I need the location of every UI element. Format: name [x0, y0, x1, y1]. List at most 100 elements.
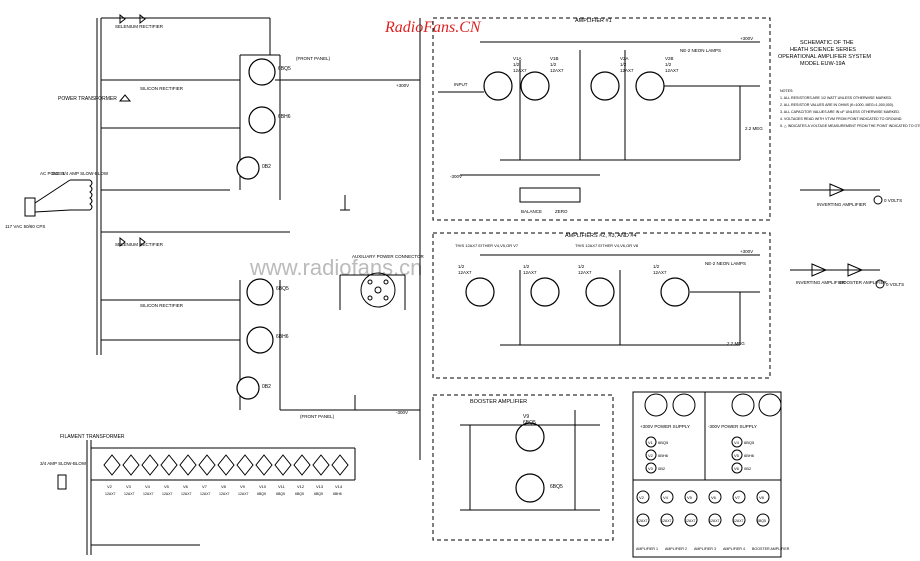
note-line: 1. ALL RESISTORS ARE 1/2 WATT UNLESS OTH…: [780, 96, 892, 100]
selenium-rect-2: SELENIUM RECTIFIER: [115, 242, 164, 247]
panel-bottom-label: AMPLIFIER 4: [723, 547, 745, 551]
panel-bottom-id: V2: [639, 495, 645, 500]
amp234-box: [432, 232, 771, 379]
amp1-tube-half: 1/2: [665, 62, 672, 67]
filament-tube-type: 6BH6: [333, 492, 342, 496]
tube-v3: [236, 156, 260, 180]
filament-tube-v2: [103, 454, 121, 476]
panel-tube-type: 6BH6: [744, 453, 755, 458]
panel-tube-socket: [731, 436, 743, 448]
filament-tube-v6: [179, 454, 197, 476]
dc-label: DC: [52, 171, 59, 176]
tube-layout-panel: +300V POWER SUPPLY -300V POWER SUPPLY: [632, 391, 782, 558]
side-volts1: 0 VOLTS: [884, 198, 902, 203]
fuse-label: 3/4 AMP SLOW-BLOW: [62, 171, 109, 176]
amp1-v1b: [520, 71, 550, 101]
filament-tube-v14: [331, 454, 349, 476]
filament-tube-v8: [217, 454, 235, 476]
filament-tube-v4: [141, 454, 159, 476]
panel-bottom-socket2: [756, 513, 770, 527]
filament-tube-type: 12AX7: [238, 492, 249, 496]
power-supply-section: POWER TRANSFORMER 117 VAC 50/60 CPS AC P…: [5, 13, 425, 460]
filament-transformer-label: FILAMENT TRANSFORMER: [60, 434, 125, 440]
amp234-tube-type: 12AX7: [458, 270, 472, 275]
panel-bottom-socket: [708, 490, 722, 504]
panel-minus300: -300V POWER SUPPLY: [708, 424, 757, 429]
filament-tube-id: V13: [316, 484, 324, 489]
filament-tube-id: V2: [107, 484, 113, 489]
panel-bottom-socket: [684, 490, 698, 504]
panel-bottom-id: V7: [735, 495, 741, 500]
panel-tube-socket: [645, 436, 657, 448]
amp1-tube-half: 1/2: [513, 62, 520, 67]
amp234-tube-2: [530, 277, 560, 307]
booster-v10: [515, 473, 545, 503]
front-panel-1: (FRONT PANEL): [296, 56, 331, 61]
amp1-neon: NE-2 NEON LAMPS: [680, 48, 721, 53]
amp1-tube-type: 12AX7: [620, 68, 634, 73]
amp234-tube-half: 1/2: [458, 264, 465, 269]
note-line: NOTES:: [780, 89, 793, 93]
panel-tube-type: 6BQ5: [744, 440, 755, 445]
filament-tube-v12: [293, 454, 311, 476]
amp1-input: INPUT: [454, 82, 468, 87]
amp1-box: [432, 17, 771, 221]
amp234-tube-type: 12AX7: [578, 270, 592, 275]
panel-bottom-type: 12AX7: [685, 519, 696, 523]
filament-tube-id: V9: [240, 484, 246, 489]
tube-v1a-type: 6BQ5: [276, 286, 289, 292]
panel-bottom-type: 6BQ5: [757, 519, 766, 523]
panel-bottom-label: AMPLIFIER 2: [665, 547, 687, 551]
panel-tube-socket: [645, 449, 657, 461]
filament-tube-type: 12AX7: [105, 492, 116, 496]
filament-tube-type: 12AX7: [181, 492, 192, 496]
aux-power-connector: [360, 272, 396, 308]
filament-tube-id: V11: [278, 484, 286, 489]
amp234-this-a: THIS 12AX7 EITHER V4,V5,OR V7: [455, 243, 519, 248]
tube-v1b-ps: [246, 326, 274, 354]
silicon-rect-2: SILICON RECTIFIER: [140, 303, 184, 308]
booster-v9: [515, 422, 545, 452]
title-line1: SCHEMATIC OF THE: [800, 40, 854, 46]
amp1-tube-type: 12AX7: [513, 68, 527, 73]
filament-tube-v11: [274, 454, 292, 476]
panel-bottom-label: AMPLIFIER 1: [636, 547, 658, 551]
filament-tube-id: V14: [335, 484, 343, 489]
panel-bottom-socket2: [684, 513, 698, 527]
filament-tube-type: 12AX7: [219, 492, 230, 496]
silicon-rect-1: SILICON RECTIFIER: [140, 86, 184, 91]
filament-tube-v7: [198, 454, 216, 476]
amp1-tube-half: 1/2: [620, 62, 627, 67]
amp234-tube-4: [660, 277, 690, 307]
panel-bottom-type: 12AX7: [637, 519, 648, 523]
tube-v3-type: 0B2: [262, 164, 271, 170]
minus300-label: -300V: [396, 410, 408, 415]
watermark-mid: www.radiofans.cn: [249, 255, 422, 280]
amp1-tube-labels: V1A1/212AX7V1B1/212AX7V2A1/212AX7V2B1/21…: [513, 56, 679, 73]
tube-v1b-type: 6BH6: [276, 334, 289, 340]
filament-tube-type: 12AX7: [143, 492, 154, 496]
tube-v1a-ps: [246, 278, 274, 306]
panel-tube-id: V2: [648, 453, 654, 458]
panel-bottom-socket2: [636, 513, 650, 527]
amp1-v2b: [635, 71, 665, 101]
amp234-plus300: +300V: [740, 249, 753, 254]
panel-bottom-socket: [660, 490, 674, 504]
fuse2-label: 3/4 AMP SLOW-BLOW: [40, 461, 87, 466]
amp234-tube-half: 1/2: [653, 264, 660, 269]
amp234-tube-type: 12AX7: [653, 270, 667, 275]
filament-tube-type: 12AX7: [124, 492, 135, 496]
panel-plus300: +300V POWER SUPPLY: [640, 424, 690, 429]
panel-tube-id: V3: [648, 466, 654, 471]
booster-circuit: V9 6BQ5 6BQ5: [460, 410, 600, 511]
amp234-this-b: THIS 12AX7 EITHER V4,V6,OR V8: [575, 243, 639, 248]
filament-tube-id: V8: [221, 484, 227, 489]
tube-v1-type: 6BQ5: [278, 66, 291, 72]
panel-tube-socket: [731, 449, 743, 461]
tube-v2-type: 6BH6: [278, 114, 291, 120]
tube-v1c-ps: [236, 376, 260, 400]
filament-tube-id: V12: [297, 484, 305, 489]
booster-title: BOOSTER AMPLIFIER: [470, 399, 527, 405]
